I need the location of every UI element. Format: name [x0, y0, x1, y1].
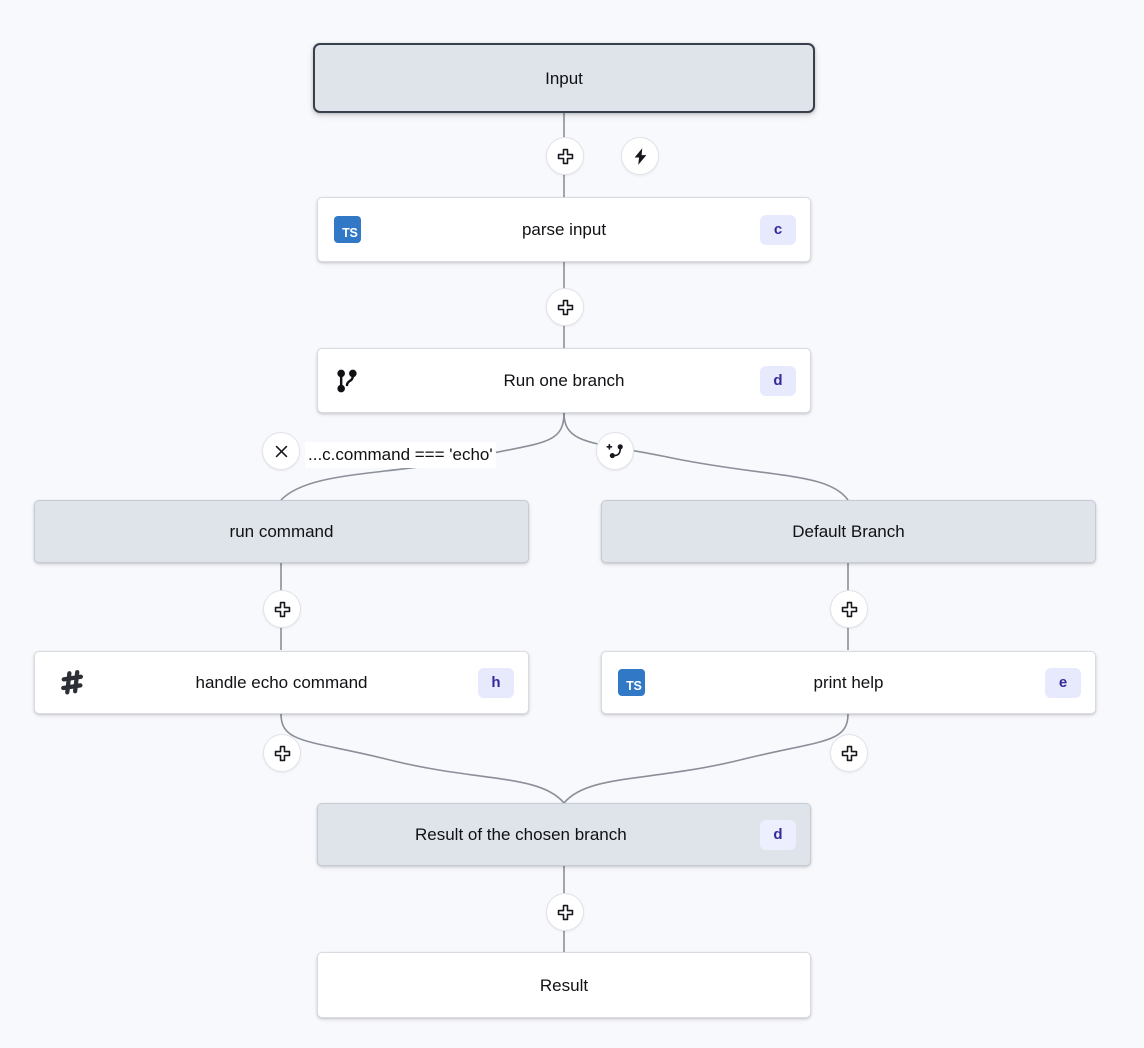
- add-step-button-result-output[interactable]: [546, 893, 584, 931]
- typescript-icon-text: TS: [617, 669, 645, 696]
- add-branch-icon: [605, 443, 623, 458]
- node-branch-result[interactable]: Result of the chosen branch d: [317, 803, 811, 866]
- add-step-plus-icon: [274, 745, 290, 761]
- add-branch-button[interactable]: [596, 432, 634, 470]
- node-handle-echo-command-label: handle echo command: [195, 673, 368, 692]
- edge-printhelp-to-result: [563, 713, 849, 804]
- close-x-icon: [275, 445, 287, 457]
- node-parse-input-badge[interactable]: c: [760, 214, 796, 245]
- add-step-button-handle-result[interactable]: [263, 734, 301, 772]
- node-run-command-label: run command: [229, 522, 334, 541]
- trigger-button[interactable]: [621, 137, 659, 175]
- lightning-bolt-icon: [634, 147, 646, 165]
- remove-branch-button[interactable]: [262, 432, 300, 470]
- node-input-label: Input: [545, 68, 583, 88]
- hash-script-icon: [57, 668, 87, 698]
- node-branch-result-label: Result of the chosen branch: [415, 825, 627, 844]
- add-step-plus-icon: [557, 148, 573, 164]
- node-run-one-branch[interactable]: Run one branch d: [317, 348, 811, 413]
- add-step-plus-icon: [841, 745, 857, 761]
- add-step-plus-icon: [274, 601, 290, 617]
- typescript-icon-text: TS: [333, 216, 361, 243]
- node-result[interactable]: Result: [317, 952, 811, 1018]
- node-handle-echo-command[interactable]: handle echo command h: [34, 651, 529, 714]
- node-run-one-branch-badge[interactable]: d: [760, 365, 796, 396]
- node-parse-input-label: parse input: [521, 220, 607, 239]
- add-step-plus-icon: [557, 299, 573, 315]
- add-step-button-printhelp-result[interactable]: [830, 734, 868, 772]
- branch-condition-label[interactable]: ...c.command === 'echo': [305, 442, 496, 468]
- typescript-icon: TS: [616, 668, 646, 698]
- node-result-label: Result: [539, 975, 589, 995]
- add-step-button-parse-branch[interactable]: [546, 288, 584, 326]
- add-step-button-default-printhelp[interactable]: [830, 590, 868, 628]
- add-step-button-input-parse[interactable]: [546, 137, 584, 175]
- node-print-help-label: print help: [813, 673, 884, 692]
- node-input[interactable]: Input: [313, 43, 815, 113]
- node-default-branch-label: Default Branch: [792, 522, 905, 541]
- node-run-command[interactable]: run command: [34, 500, 529, 563]
- node-default-branch[interactable]: Default Branch: [601, 500, 1096, 563]
- node-print-help[interactable]: TS print help e: [601, 651, 1096, 714]
- add-step-button-runcmd-handle[interactable]: [263, 590, 301, 628]
- node-parse-input[interactable]: TS parse input c: [317, 197, 811, 262]
- node-run-one-branch-label: Run one branch: [503, 371, 625, 390]
- node-print-help-badge[interactable]: e: [1045, 667, 1081, 698]
- typescript-icon: TS: [332, 215, 362, 245]
- git-branch-icon: [332, 366, 362, 396]
- node-branch-result-badge[interactable]: d: [760, 819, 796, 850]
- add-step-plus-icon: [557, 904, 573, 920]
- node-handle-echo-command-badge[interactable]: h: [478, 667, 514, 698]
- edge-handle-to-result: [280, 713, 565, 804]
- add-step-plus-icon: [841, 601, 857, 617]
